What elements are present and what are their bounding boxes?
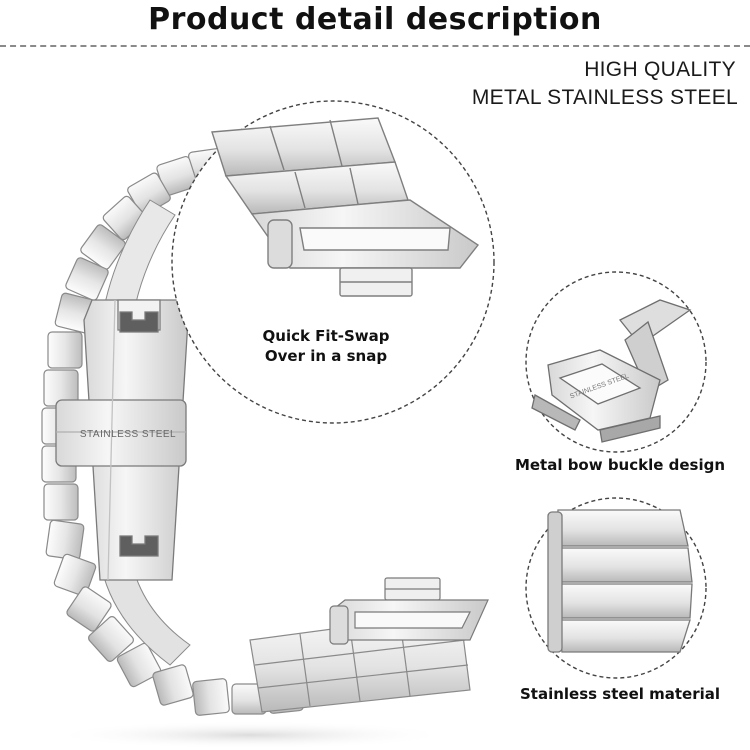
band-link	[43, 483, 79, 521]
callout-quick-fit: Quick Fit-Swap Over in a snap	[246, 326, 406, 366]
band-link	[66, 586, 112, 632]
band-link	[47, 331, 83, 369]
callout-material: Stainless steel material	[519, 685, 721, 703]
callout-quick-fit-line1: Quick Fit-Swap	[262, 327, 390, 345]
clasp-engraving: STAINLESS STEEL	[80, 429, 176, 440]
callout-quick-fit-line2: Over in a snap	[264, 347, 388, 365]
bottom-quick-release-connector	[329, 577, 489, 645]
band-link	[192, 678, 230, 716]
quality-line-1: HIGH QUALITY	[584, 58, 736, 81]
band-link	[53, 553, 97, 597]
zoom-links-material	[547, 509, 693, 653]
title-divider	[0, 45, 750, 47]
floor-shadow	[50, 721, 450, 749]
callout-buckle: Metal bow buckle design	[514, 456, 726, 474]
band-link	[80, 224, 126, 270]
band-link	[88, 616, 134, 662]
band-link	[116, 642, 162, 688]
band-link	[65, 257, 109, 301]
band-link	[45, 519, 85, 561]
quality-line-2: METAL STAINLESS STEEL	[471, 86, 738, 109]
band-links	[41, 147, 304, 716]
zoom-connector-links	[211, 117, 480, 297]
page-title: Product detail description	[148, 2, 602, 37]
zoom-buckle	[531, 299, 692, 443]
deployant-clasp	[55, 299, 189, 581]
band-link	[152, 664, 194, 706]
